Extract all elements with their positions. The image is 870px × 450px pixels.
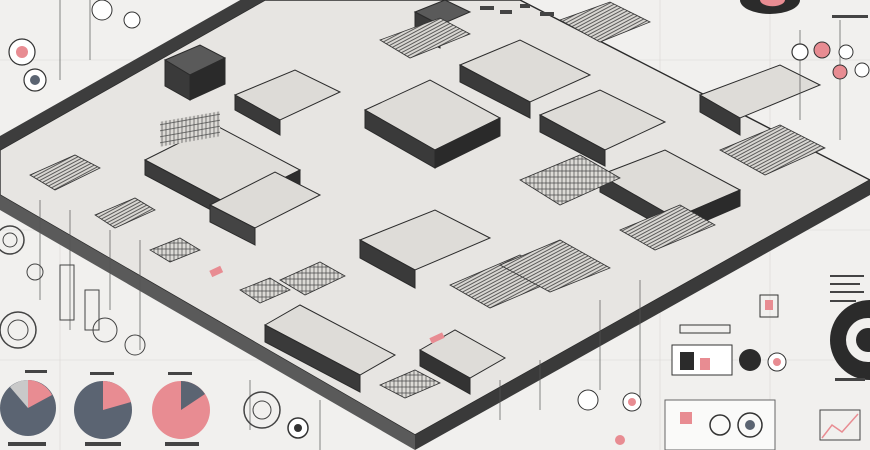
right-widgets	[664, 0, 870, 450]
front-wall-right	[415, 180, 870, 450]
rooms	[143, 0, 822, 395]
front-wall-left	[0, 195, 415, 450]
pie-chart-2	[74, 380, 132, 446]
top-right-donut	[740, 0, 800, 14]
callout-lines	[39, 0, 841, 450]
bottom-gauges	[243, 389, 642, 439]
pie-chart-1	[0, 380, 56, 446]
top-strip	[480, 4, 554, 16]
floor-accents	[209, 265, 625, 445]
machinery	[29, 1, 826, 399]
bar-list	[759, 275, 864, 318]
pie-chart-3	[152, 381, 210, 446]
donut-chart	[830, 300, 870, 380]
back-wall-left	[0, 0, 265, 150]
left-gauges	[0, 0, 146, 356]
pie-charts	[0, 370, 210, 446]
